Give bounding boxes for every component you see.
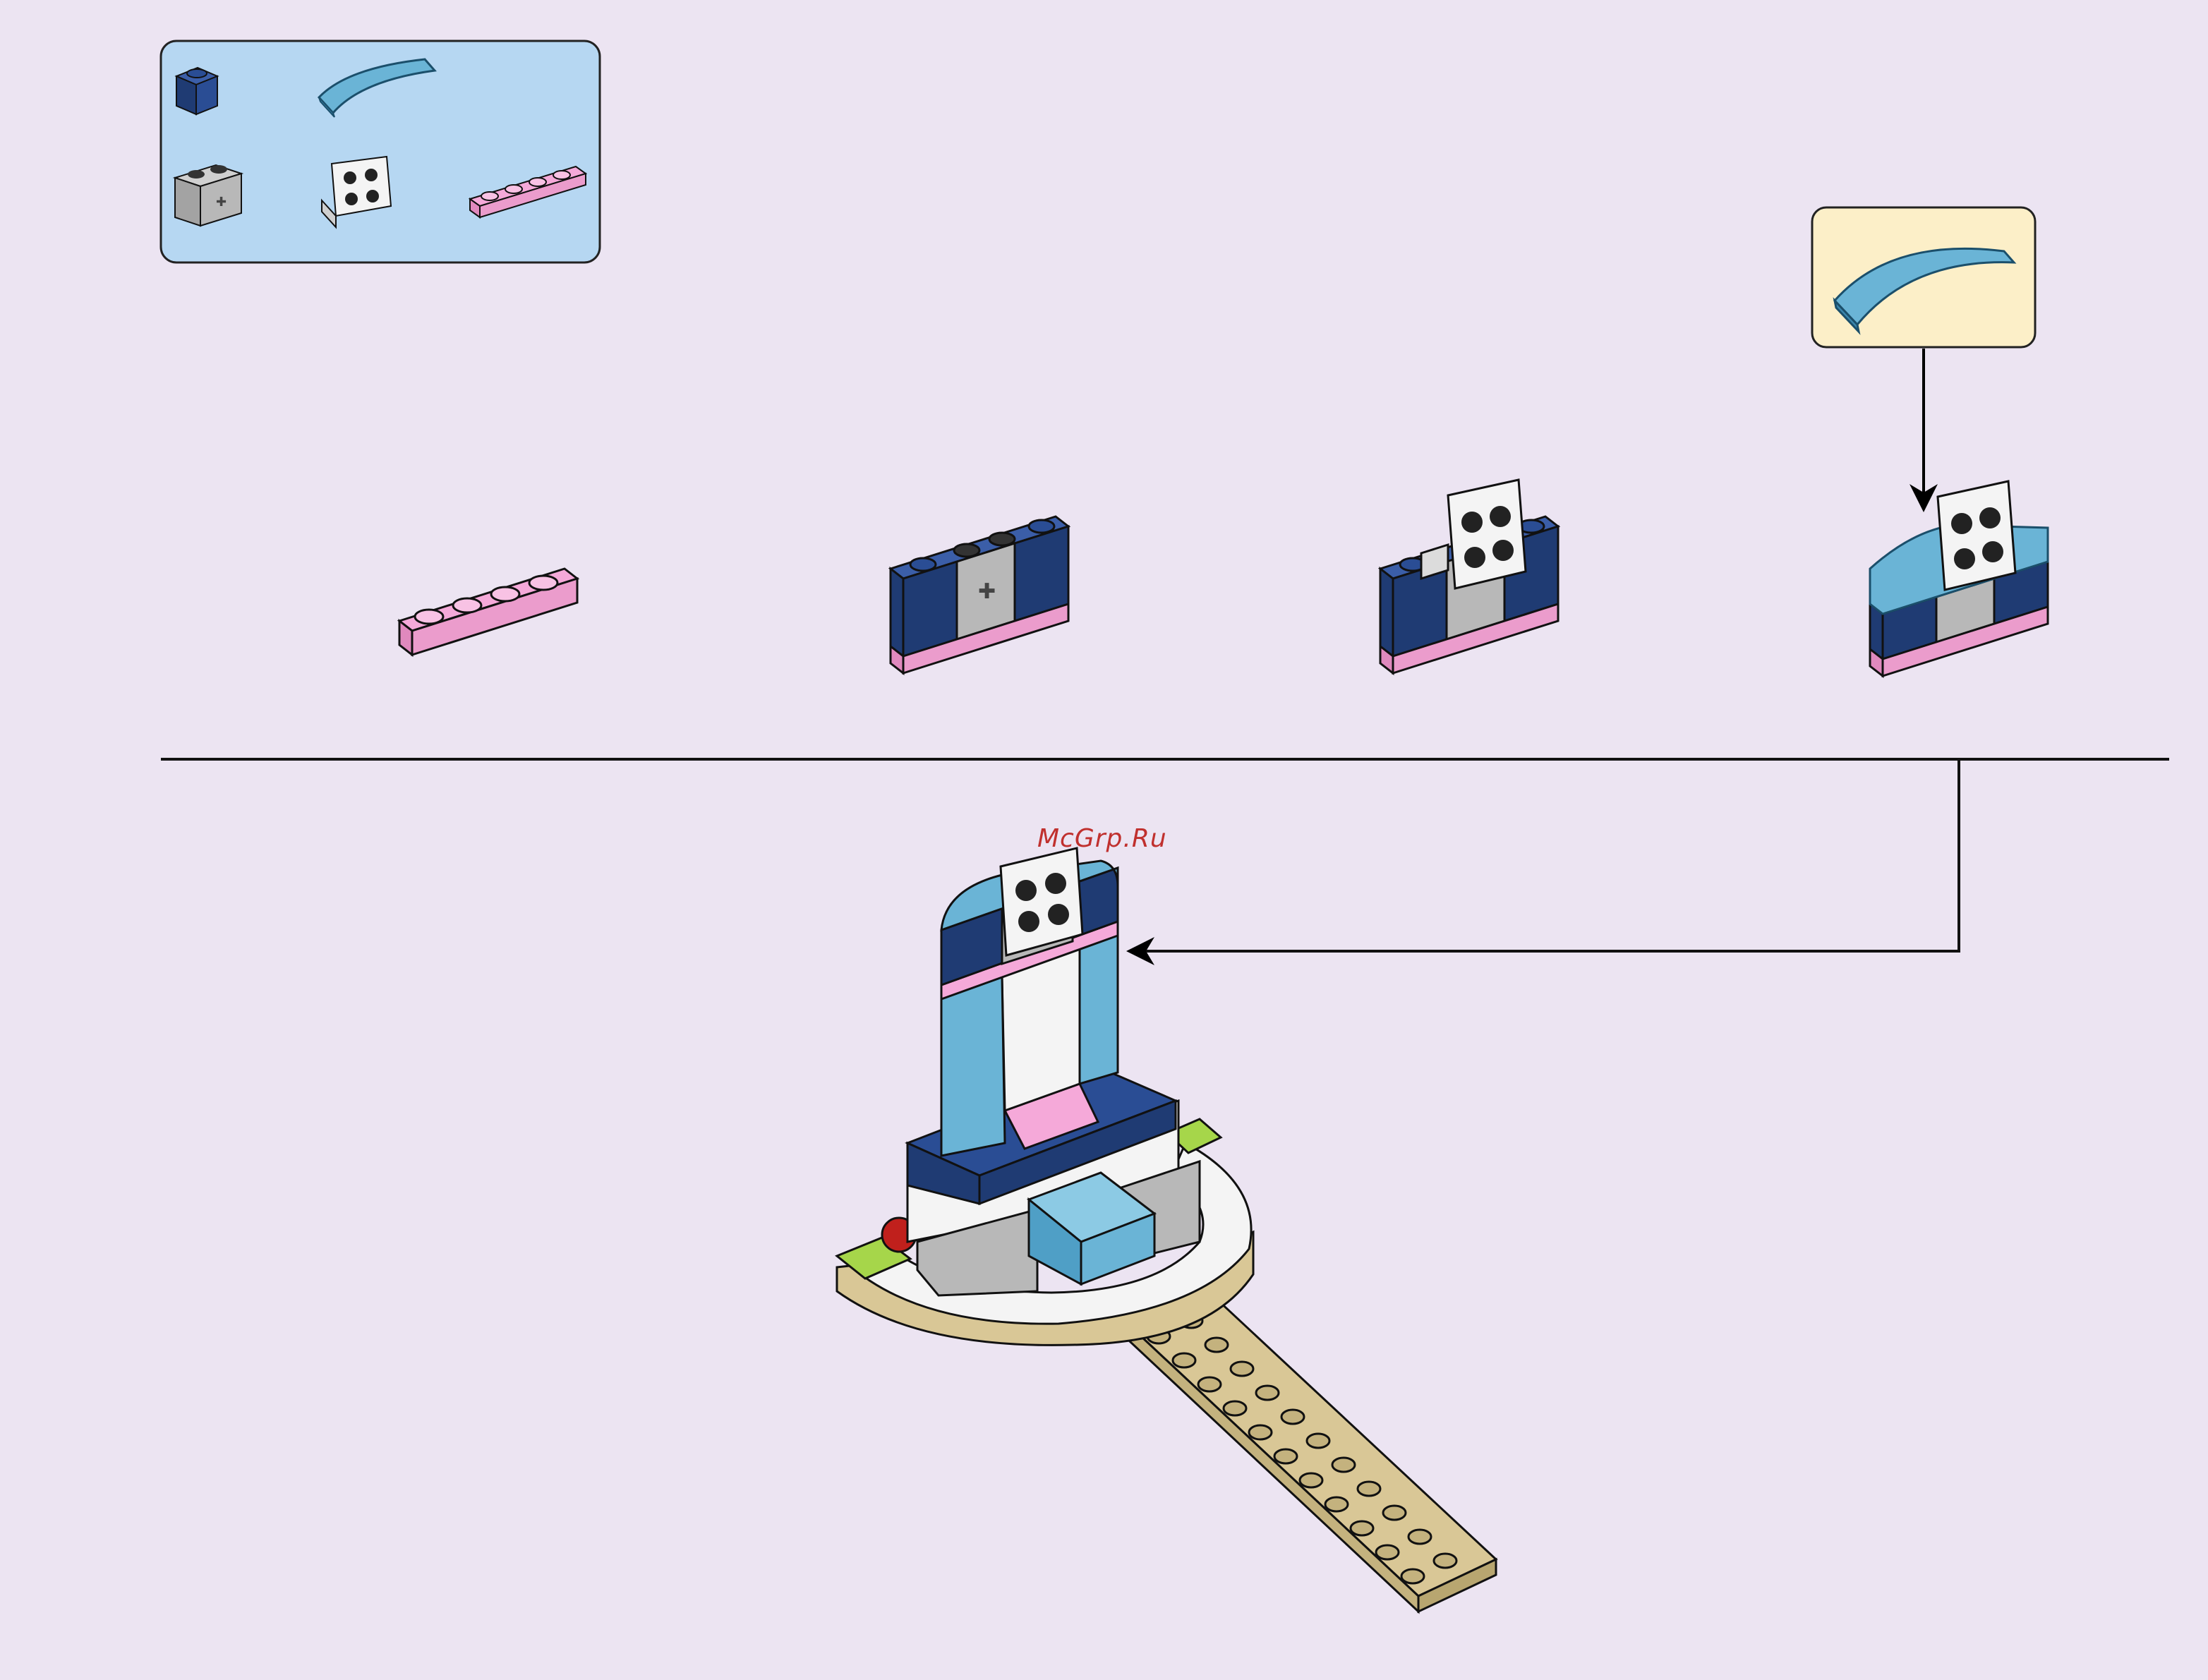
walkway-stud xyxy=(1198,1377,1221,1391)
walkway-stud xyxy=(1434,1554,1456,1568)
walkway-stud xyxy=(1173,1353,1195,1367)
walkway-stud xyxy=(1281,1410,1304,1424)
walkway-stud xyxy=(1325,1497,1348,1511)
svg-text:✚: ✚ xyxy=(978,579,996,604)
walkway-stud xyxy=(1300,1473,1322,1487)
walkway-stud xyxy=(1383,1506,1406,1520)
walkway-stud xyxy=(1274,1449,1297,1463)
subassembly-callout xyxy=(1812,207,2035,509)
walkway-stud xyxy=(1205,1338,1228,1352)
technic-brick-grey-icon: ✚ xyxy=(175,165,241,226)
tower-azure-right xyxy=(1080,931,1118,1084)
svg-text:✚: ✚ xyxy=(216,195,227,210)
walkway-stud xyxy=(1376,1545,1399,1559)
walkway-stud xyxy=(1351,1521,1373,1535)
watermark: McGrp.Ru xyxy=(1037,824,1167,853)
brick-1x1-dark-blue-icon xyxy=(176,68,217,114)
walkway-stud xyxy=(1332,1458,1355,1472)
walkway-stud xyxy=(1307,1434,1329,1448)
main-assembly xyxy=(837,848,1496,1612)
step-3-bracket xyxy=(1380,480,1558,673)
parts-callout: ✚ xyxy=(161,41,600,262)
walkway-stud xyxy=(1358,1482,1380,1496)
walkway-stud xyxy=(1256,1386,1279,1400)
tower-azure-left xyxy=(941,977,1005,1156)
step-1-pink-plate xyxy=(399,569,577,655)
subassembly-callout-box xyxy=(1812,207,2035,347)
walkway-stud xyxy=(1408,1530,1431,1544)
connector-arrow xyxy=(1129,759,1959,951)
walkway-stud xyxy=(1224,1401,1246,1415)
step-4-slope xyxy=(1870,481,2048,676)
walkway-stud xyxy=(1249,1425,1272,1439)
step-2-bricks: ✚ xyxy=(891,516,1068,673)
walkway-stud xyxy=(1401,1569,1424,1583)
walkway-stud xyxy=(1231,1362,1253,1376)
